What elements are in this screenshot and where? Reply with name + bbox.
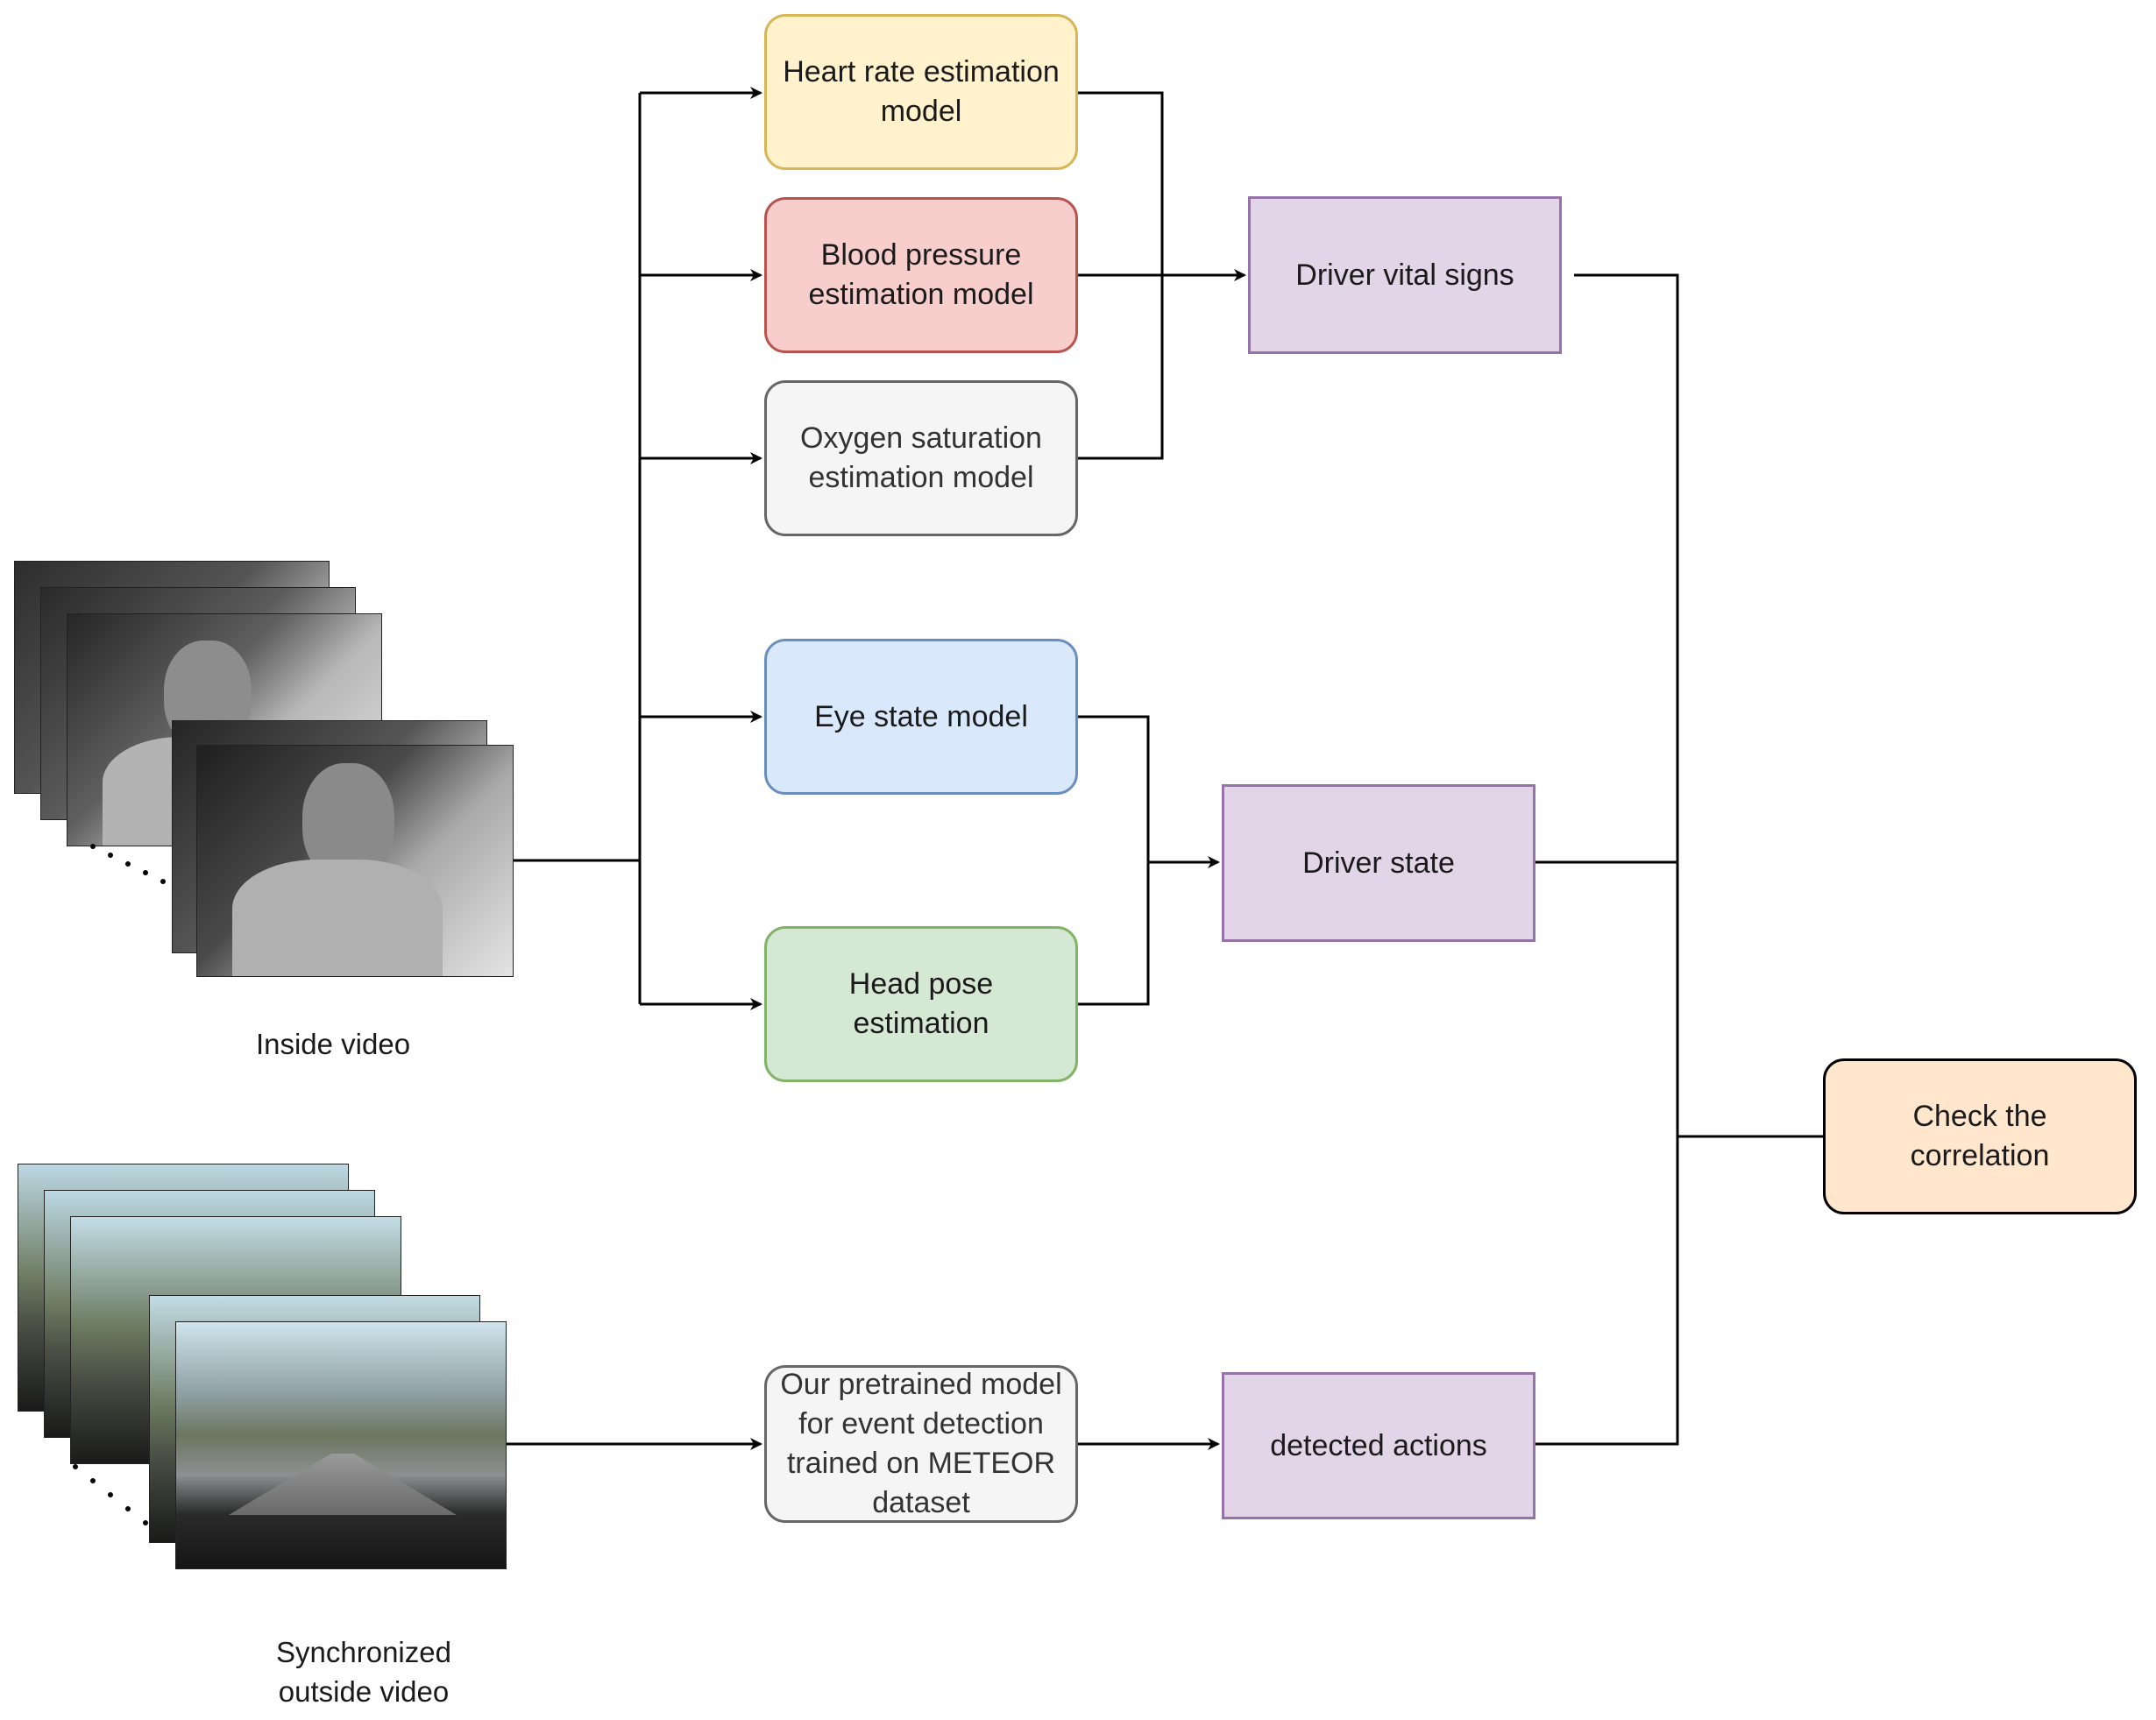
frame-ellipsis [73,1464,148,1525]
driver-body [232,860,443,976]
pretrained-event-model-box: Our pretrained model for event detection… [764,1365,1078,1523]
blood-pressure-model-box: Blood pressure estimation model [764,197,1078,353]
frame-ellipsis [90,844,166,884]
heart-rate-model-box: Heart rate estimation model [764,14,1078,170]
head-pose-model-box: Head pose estimation [764,926,1078,1082]
outside-frame-5 [175,1321,507,1569]
road-surface [229,1454,457,1515]
oxygen-saturation-model-box: Oxygen saturation estimation model [764,380,1078,536]
inside-video-caption: Inside video [255,1028,411,1060]
driver-state-box: Driver state [1222,784,1535,942]
inside-frame-5 [196,745,514,977]
eye-state-model-box: Eye state model [764,639,1078,795]
check-correlation-box: Check the correlation [1823,1058,2137,1214]
driver-vital-signs-box: Driver vital signs [1248,196,1562,354]
eye-head-merge [1078,715,1150,1006]
outside-video-caption: Synchronized outside video [276,1636,451,1708]
detected-actions-box: detected actions [1222,1372,1535,1519]
vital-signs-out [1535,273,1679,1446]
